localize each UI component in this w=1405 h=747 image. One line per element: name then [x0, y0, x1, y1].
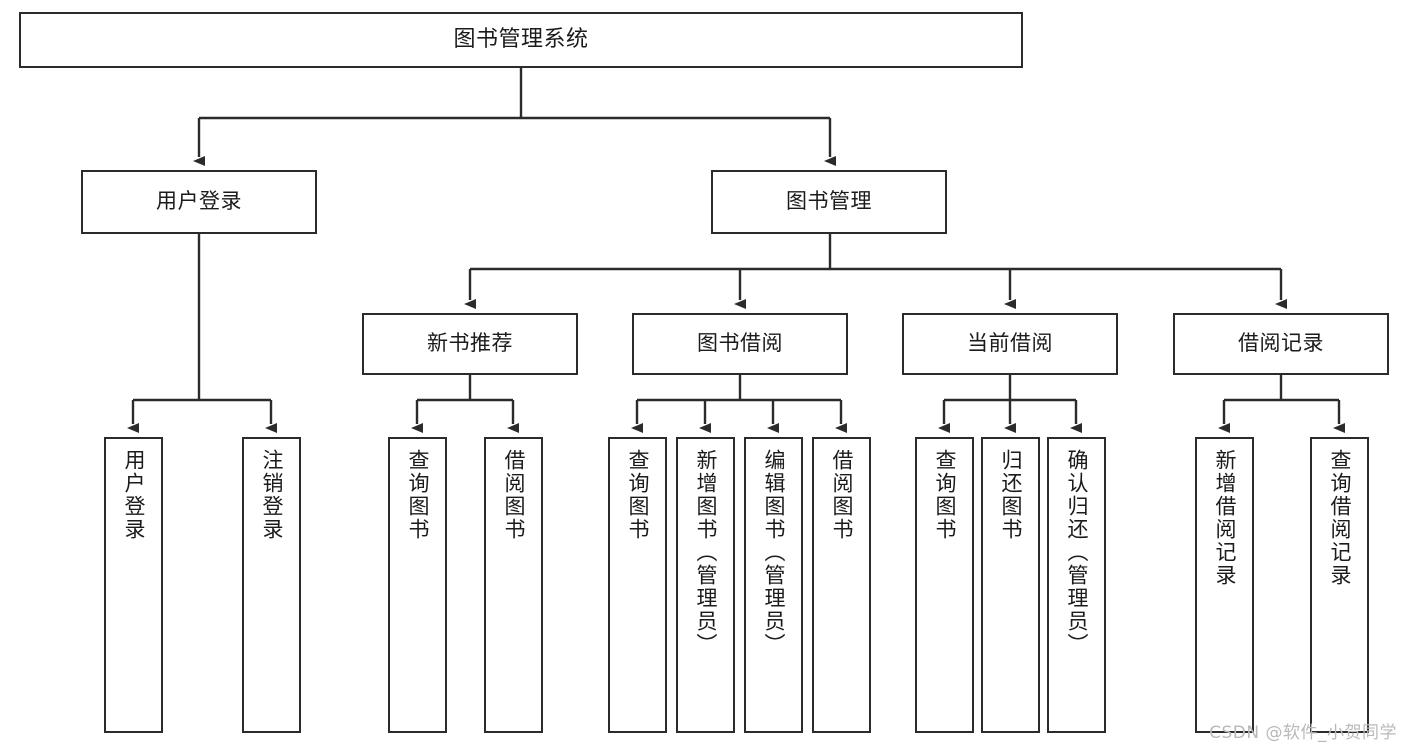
- node-label: 编辑图书（管理员）: [762, 449, 786, 656]
- node-leaf-user-login[interactable]: 用户登录: [104, 437, 163, 733]
- node-label: 图书借阅: [697, 331, 783, 356]
- node-current-borrow[interactable]: 当前借阅: [902, 313, 1118, 375]
- node-book-management[interactable]: 图书管理: [711, 170, 947, 234]
- node-leaf-add-record[interactable]: 新增借阅记录: [1195, 437, 1254, 733]
- node-leaf-query-book-1[interactable]: 查询图书: [388, 437, 447, 733]
- node-leaf-edit-book[interactable]: 编辑图书（管理员）: [744, 437, 803, 733]
- node-label: 当前借阅: [967, 331, 1053, 356]
- node-book-borrow[interactable]: 图书借阅: [632, 313, 848, 375]
- node-leaf-borrow-book-1[interactable]: 借阅图书: [484, 437, 543, 733]
- node-leaf-add-book[interactable]: 新增图书（管理员）: [676, 437, 735, 733]
- node-label: 归还图书: [999, 449, 1023, 541]
- node-label: 查询图书: [933, 449, 957, 541]
- csdn-watermark: CSDN @软件_小贺同学: [1209, 723, 1397, 743]
- node-user-login[interactable]: 用户登录: [81, 170, 317, 234]
- node-label: 借阅图书: [830, 449, 854, 541]
- node-leaf-borrow-book-2[interactable]: 借阅图书: [812, 437, 871, 733]
- node-label: 图书管理系统: [453, 26, 589, 52]
- node-label: 注销登录: [260, 449, 284, 541]
- node-leaf-query-book-2[interactable]: 查询图书: [608, 437, 667, 733]
- node-leaf-confirm-return[interactable]: 确认归还（管理员）: [1047, 437, 1106, 733]
- node-label: 新增图书（管理员）: [694, 449, 718, 656]
- node-borrow-record[interactable]: 借阅记录: [1173, 313, 1389, 375]
- node-root-book-management-system[interactable]: 图书管理系统: [19, 12, 1023, 68]
- node-label: 借阅图书: [502, 449, 526, 541]
- node-label: 查询借阅记录: [1328, 449, 1352, 587]
- node-label: 新书推荐: [427, 331, 513, 356]
- node-leaf-return-book[interactable]: 归还图书: [981, 437, 1040, 733]
- node-label: 用户登录: [156, 189, 242, 214]
- node-label: 用户登录: [122, 449, 146, 541]
- node-label: 新增借阅记录: [1213, 449, 1237, 587]
- node-label: 图书管理: [786, 189, 872, 214]
- node-label: 查询图书: [406, 449, 430, 541]
- node-leaf-user-logout[interactable]: 注销登录: [242, 437, 301, 733]
- node-label: 借阅记录: [1238, 331, 1324, 356]
- node-new-book-recommend[interactable]: 新书推荐: [362, 313, 578, 375]
- node-label: 查询图书: [626, 449, 650, 541]
- node-leaf-query-book-3[interactable]: 查询图书: [915, 437, 974, 733]
- node-leaf-query-record[interactable]: 查询借阅记录: [1310, 437, 1369, 733]
- node-label: 确认归还（管理员）: [1065, 449, 1089, 656]
